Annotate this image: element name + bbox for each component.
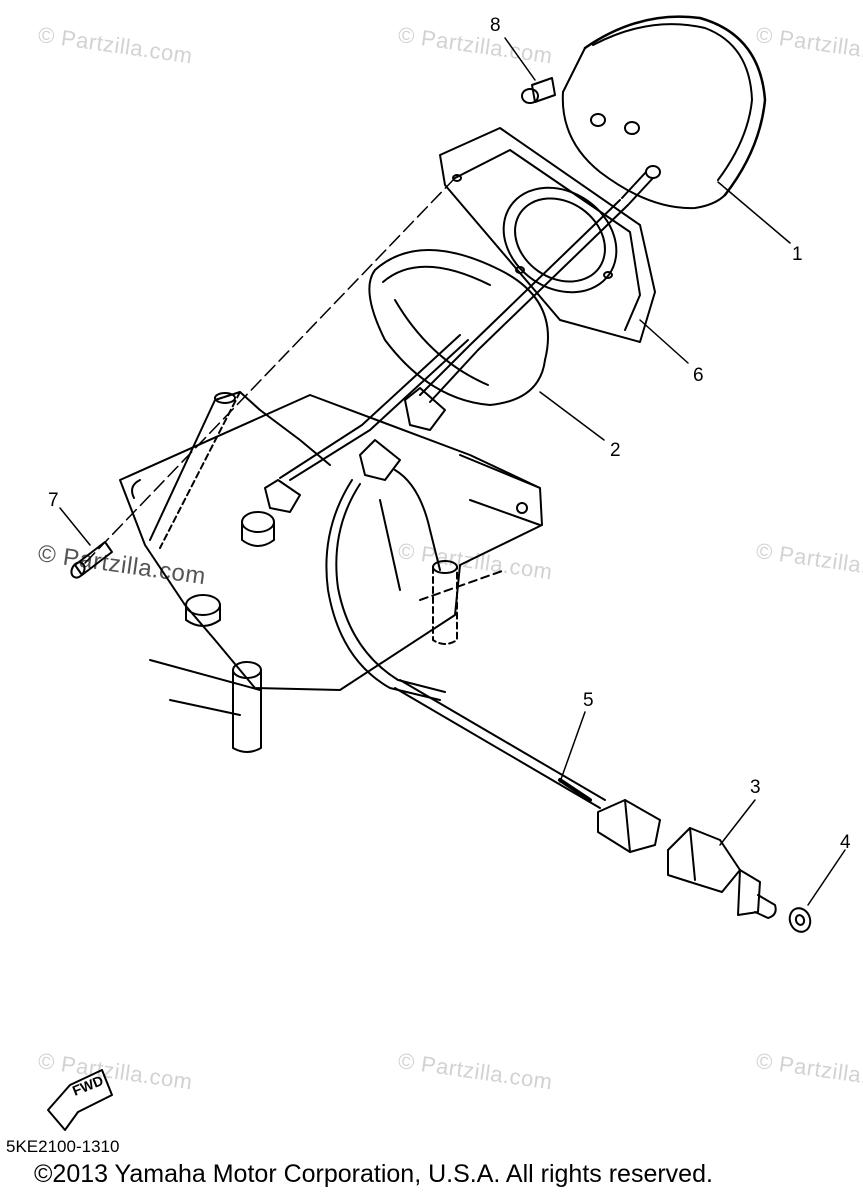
mounting-sleeve bbox=[368, 249, 549, 406]
mounting-bracket bbox=[119, 391, 543, 716]
screw bbox=[70, 541, 113, 579]
grommet bbox=[521, 77, 556, 104]
callout-1: 1 bbox=[792, 244, 803, 265]
temperature-sensor bbox=[667, 827, 777, 919]
copyright-notice: ©2013 Yamaha Motor Corporation, U.S.A. A… bbox=[34, 1160, 713, 1188]
mounting-boss bbox=[185, 511, 458, 753]
sensor-lead bbox=[394, 679, 661, 853]
callout-3: 3 bbox=[750, 777, 761, 798]
callout-7: 7 bbox=[48, 490, 59, 511]
leader-lines bbox=[59, 37, 846, 906]
diagram-code: 5KE2100-1310 bbox=[6, 1137, 120, 1156]
wire-harness bbox=[264, 199, 629, 701]
gauge-assembly bbox=[561, 15, 767, 210]
callout-2: 2 bbox=[610, 440, 621, 461]
callout-8: 8 bbox=[490, 15, 501, 36]
callout-4: 4 bbox=[840, 832, 851, 853]
callout-5: 5 bbox=[583, 690, 594, 711]
fwd-arrow-icon bbox=[47, 1069, 113, 1131]
bezel-plate bbox=[439, 127, 656, 343]
washer bbox=[788, 907, 812, 933]
alignment-line bbox=[84, 177, 456, 564]
callout-6: 6 bbox=[693, 365, 704, 386]
